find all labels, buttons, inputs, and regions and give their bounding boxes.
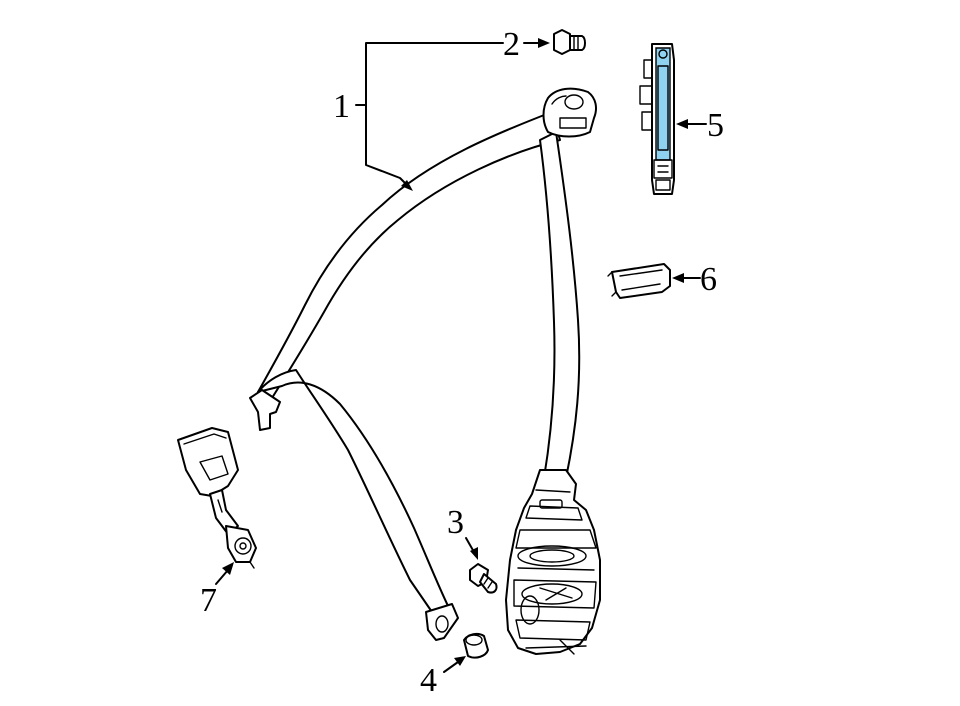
callout-7-arrowhead <box>222 562 234 575</box>
callout-label-6: 6 <box>700 261 717 298</box>
callout-1-arrowhead <box>401 180 413 191</box>
callout-3-arrowhead <box>470 547 478 560</box>
d-ring-bolt-hole <box>564 94 584 110</box>
seat-belt-assembly[interactable] <box>249 87 601 655</box>
callout-label-7: 7 <box>200 582 217 619</box>
callout-3: 3 <box>447 504 478 560</box>
part-3-bolt[interactable] <box>469 563 498 594</box>
callout-6: 6 <box>672 261 717 298</box>
retractor <box>505 469 601 655</box>
callout-2-arrowhead <box>538 38 550 48</box>
callout-4-arrowhead <box>454 656 466 666</box>
lower-anchor-hole <box>435 615 449 633</box>
part-7-buckle[interactable] <box>177 427 257 569</box>
callout-6-arrowhead <box>672 273 684 283</box>
callout-2: 2 <box>503 26 550 63</box>
callout-label-5: 5 <box>707 107 724 144</box>
part-4-nut[interactable] <box>463 632 489 659</box>
part-5-height-adjuster[interactable] <box>639 43 675 195</box>
vertical-belt-webbing <box>539 131 581 479</box>
shoulder-belt-webbing <box>257 111 561 399</box>
lap-belt-webbing <box>257 369 451 613</box>
part-2-bolt[interactable] <box>553 29 586 55</box>
callout-5-arrowhead <box>676 119 688 129</box>
callout-label-3: 3 <box>447 504 464 541</box>
lap-anchor-plate <box>249 389 281 431</box>
callout-label-1: 1 <box>333 88 350 125</box>
callout-4: 4 <box>420 656 466 699</box>
callout-7: 7 <box>200 562 234 619</box>
callout-label-2: 2 <box>503 26 520 63</box>
callout-label-4: 4 <box>420 662 437 699</box>
callout-5: 5 <box>676 107 724 144</box>
callout-1: 1 <box>333 42 504 191</box>
lower-anchor-tab <box>425 603 459 641</box>
part-6-cover[interactable] <box>607 263 671 299</box>
